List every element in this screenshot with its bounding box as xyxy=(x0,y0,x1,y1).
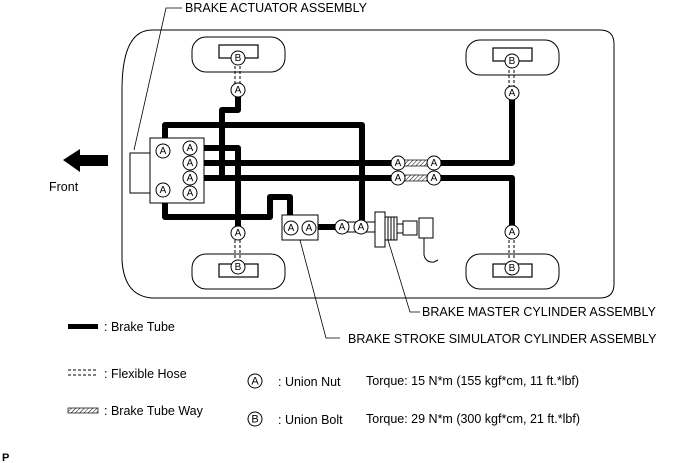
union-bolt-icon xyxy=(247,411,263,427)
union-nut-label: A xyxy=(431,158,438,169)
union-nut-label: A xyxy=(187,143,194,154)
union-nut-label: A xyxy=(306,223,313,234)
callout-leaders xyxy=(133,7,420,339)
union-bolt-label: B xyxy=(509,56,516,67)
union-nut-label: A xyxy=(339,222,346,233)
legend-brake-tube: : Brake Tube xyxy=(68,320,175,334)
union-nut-label: A xyxy=(235,85,242,96)
union-bolt-label: B xyxy=(235,262,242,273)
arrow-left-icon xyxy=(63,149,108,172)
union-nut-label: A xyxy=(509,88,516,99)
union-nut-icon xyxy=(353,219,369,235)
legend-union-bolt-torque: Torque: 29 N*m (300 kgf*cm, 21 ft.*lbf) xyxy=(366,412,580,426)
union-bolt-label: B xyxy=(509,263,516,274)
union-nut-label: A xyxy=(395,173,402,184)
union-nut-label: A xyxy=(160,146,167,157)
legend-flexible-hose: : Flexible Hose xyxy=(68,367,187,381)
union-nut-icon xyxy=(182,155,198,171)
union-nut-icon xyxy=(426,170,442,186)
union-nut-icon xyxy=(230,82,246,98)
union-nut-icon xyxy=(426,155,442,171)
union-nut-label: A xyxy=(235,228,242,239)
callout-stroke-simulator: BRAKE STROKE SIMULATOR CYLINDER ASSEMBLY xyxy=(348,332,657,346)
legend-union-bolt-label: : Union Bolt xyxy=(278,413,343,427)
legend-union-bolt: B : Union Bolt Torque: 29 N*m (300 kgf*c… xyxy=(247,411,580,427)
union-nut-icon xyxy=(182,140,198,156)
union-nut-icon xyxy=(301,220,317,236)
union-nut-icon xyxy=(155,182,171,198)
union-nut-icon xyxy=(182,170,198,186)
union-bolt-icon xyxy=(504,53,520,69)
footer-mark: P xyxy=(2,452,9,463)
union-nut-icon xyxy=(334,219,350,235)
union-nut-label: A xyxy=(288,223,295,234)
brake-tube-ways xyxy=(403,159,429,182)
brake-tube-swatch xyxy=(68,324,98,329)
union-nut-icon xyxy=(230,225,246,241)
union-nut-label: A xyxy=(160,185,167,196)
union-nut-label: A xyxy=(187,158,194,169)
callout-actuator: BRAKE ACTUATOR ASSEMBLY xyxy=(185,1,368,15)
union-nut-icon xyxy=(247,373,263,389)
legend-brake-tube-label: : Brake Tube xyxy=(104,320,175,334)
svg-text:B: B xyxy=(251,414,258,426)
union-nut-icon xyxy=(283,220,299,236)
legend-union-nut: A : Union Nut Torque: 15 N*m (155 kgf*cm… xyxy=(247,373,579,389)
union-nut-icon xyxy=(182,185,198,201)
union-nut-icon xyxy=(390,170,406,186)
union-nut-icon xyxy=(504,224,520,240)
union-nut-label: A xyxy=(187,188,194,199)
union-nut-icon xyxy=(390,155,406,171)
union-nut-icon xyxy=(155,143,171,159)
flexible-hose-swatch xyxy=(68,369,98,376)
front-label: Front xyxy=(49,180,79,194)
union-nut-label: A xyxy=(187,173,194,184)
callout-master-cylinder: BRAKE MASTER CYLINDER ASSEMBLY xyxy=(422,305,657,319)
legend-flexible-hose-label: : Flexible Hose xyxy=(104,367,187,381)
brake-tube-way-swatch xyxy=(67,407,99,414)
legend-brake-tube-way-label: : Brake Tube Way xyxy=(104,404,204,418)
svg-text:A: A xyxy=(251,376,259,388)
union-bolt-icon xyxy=(230,259,246,275)
legend-union-nut-torque: Torque: 15 N*m (155 kgf*cm, 11 ft.*lbf) xyxy=(366,374,579,388)
brake-tubes xyxy=(162,96,515,230)
legend-union-nut-label: : Union Nut xyxy=(278,375,341,389)
flexible-hoses xyxy=(234,66,515,260)
vehicle-body-outline xyxy=(121,29,615,299)
union-nut-label: A xyxy=(395,158,402,169)
legend-brake-tube-way: : Brake Tube Way xyxy=(67,404,204,418)
union-bolt-icon xyxy=(230,50,246,66)
union-nut-label: A xyxy=(431,173,438,184)
union-bolt-label: B xyxy=(235,53,242,64)
union-nut-label: A xyxy=(509,227,516,238)
union-nut-icon xyxy=(504,85,520,101)
union-bolt-icon xyxy=(504,260,520,276)
union-nut-label: A xyxy=(358,222,365,233)
